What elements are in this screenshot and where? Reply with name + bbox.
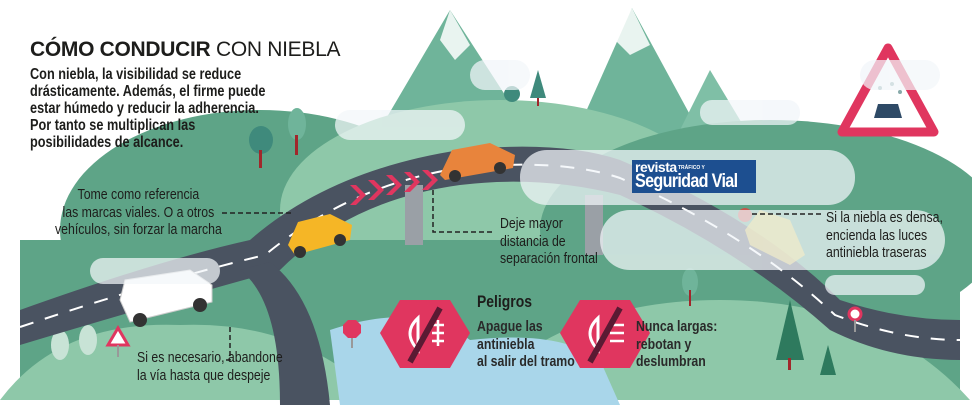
note-rear-fog: Si la niebla es densa, encienda las luce…	[826, 209, 943, 262]
note-line: Si es necesario, abandone	[137, 349, 283, 366]
intro-line: drásticamente. Además, el firme puede	[30, 83, 266, 100]
page-title: CÓMO CONDUCIR CON NIEBLA	[30, 38, 340, 62]
note-line: Tome como referencia	[77, 186, 200, 203]
intro-line: posibilidades de alcance.	[30, 134, 184, 151]
danger-fog-lights-text: Apague las antiniebla al salir del tramo	[477, 318, 575, 371]
danger-line: antiniebla	[477, 335, 535, 353]
note-leave-road: Si es necesario, abandone la vía hasta q…	[137, 349, 283, 384]
note-distance: Deje mayor distancia de separación front…	[500, 215, 598, 268]
intro-line: Con niebla, la visibilidad se reduce	[30, 66, 242, 83]
logo-revista: revista	[635, 159, 677, 175]
danger-line: deslumbran	[636, 353, 706, 370]
note-line: las marcas viales. O a otros	[62, 203, 215, 221]
orange-car	[440, 143, 515, 182]
dangers-title: Peligros	[477, 292, 533, 311]
title-light: CON NIEBLA	[215, 38, 341, 61]
trees	[51, 70, 836, 375]
note-line: distancia de	[500, 232, 566, 250]
intro-text: Con niebla, la visibilidad se reduce drá…	[30, 66, 265, 151]
danger-line: al salir del tramo	[477, 353, 575, 370]
note-road-marks: Tome como referencia las marcas viales. …	[55, 186, 222, 239]
note-line: separación frontal	[500, 250, 598, 267]
logo-trafico: TRÁFICO Y	[678, 165, 705, 171]
note-line: antiniebla traseras	[826, 244, 927, 261]
danger-line: Apague las	[477, 318, 543, 335]
fog-light-crossed-icon	[380, 300, 470, 368]
intro-line: estar húmedo y reducir la adherencia.	[30, 100, 259, 117]
note-line: Si la niebla es densa,	[826, 209, 943, 226]
note-line: la vía hasta que despeje	[137, 366, 271, 384]
title-bold: CÓMO CONDUCIR	[30, 38, 211, 61]
leader-lines	[222, 190, 822, 361]
danger-high-beam-text: Nunca largas: rebotan y deslumbran	[636, 318, 717, 371]
yellow-car	[288, 214, 352, 258]
high-beam-crossed-icon	[560, 300, 650, 368]
revista-trafico-seguridad-vial-logo: revista TRÁFICO Y Seguridad Vial	[632, 160, 756, 193]
note-line: Deje mayor	[500, 215, 563, 232]
danger-line: rebotan y	[636, 335, 692, 353]
note-line: vehículos, sin forzar la marcha	[55, 221, 222, 238]
logo-name: Seguridad Vial	[635, 171, 738, 192]
intro-line: Por tanto se multiplican las	[30, 117, 196, 134]
note-line: encienda las luces	[826, 226, 928, 244]
danger-line: Nunca largas:	[636, 318, 718, 335]
